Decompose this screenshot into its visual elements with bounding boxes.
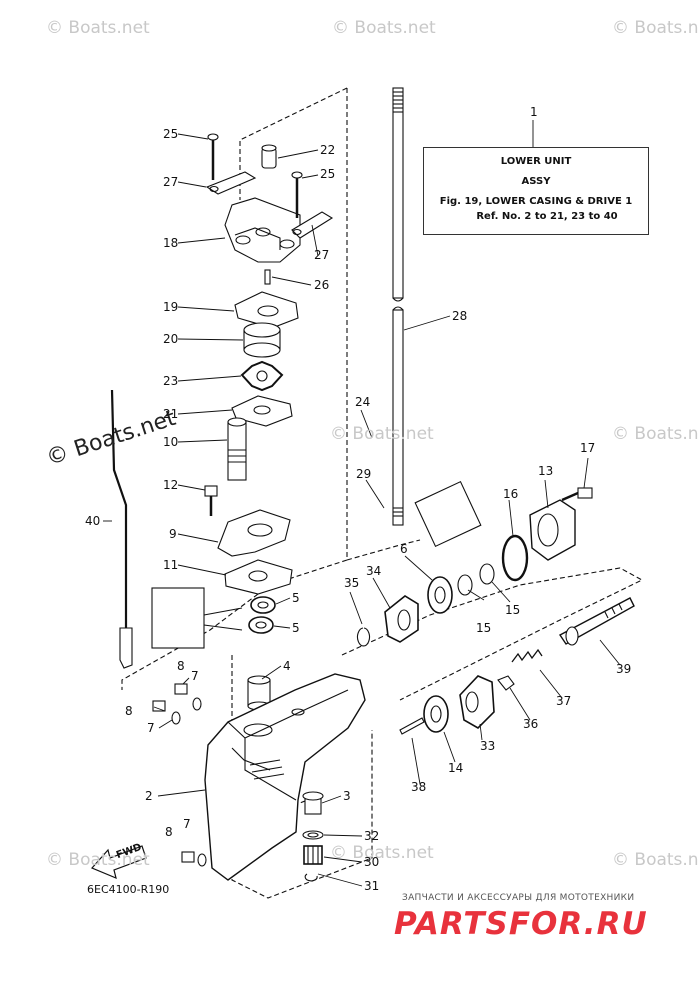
callout-4: 4: [283, 659, 291, 673]
forward-gear-group: [356, 487, 593, 647]
callout-16: 16: [503, 487, 519, 501]
watermark-text: © Boats.net: [612, 850, 698, 870]
callout-8: 8: [125, 704, 133, 718]
outline-dashed-shaft: [346, 539, 421, 561]
pump-lower-group: [231, 291, 299, 427]
prop-shaft-group: [399, 597, 635, 735]
callout-7: 7: [147, 721, 155, 735]
callout-27: 27: [314, 248, 330, 262]
watermark-text: © Boats.net: [46, 18, 150, 38]
callout-36: 36: [523, 717, 539, 731]
callout-17: 17: [580, 441, 596, 455]
callout-29: 29: [356, 467, 372, 481]
callout-14: 14: [448, 761, 464, 775]
leader-lines: [103, 120, 621, 887]
callout-20: 20: [163, 332, 179, 346]
watermark-text: © Boats.net: [612, 424, 698, 444]
callout-7: 7: [183, 817, 191, 831]
watermark-text: © Boats.net: [332, 18, 436, 38]
callout-33: 33: [480, 739, 496, 753]
callout-24: 24: [355, 395, 371, 409]
callout-8: 8: [165, 825, 173, 839]
watermark-text: © Boats.net: [330, 843, 434, 863]
callout-11: 11: [163, 558, 179, 572]
title-line-3: Fig. 19, LOWER CASING & DRIVE 1: [439, 196, 633, 207]
outline-dashed-main: [121, 88, 348, 690]
callout-35: 35: [344, 576, 360, 590]
watermark-text: © Boats.net: [612, 18, 698, 38]
detail-box-left: [151, 587, 205, 649]
callout-5: 5: [292, 591, 300, 605]
callout-40: 40: [85, 514, 101, 528]
callout-32: 32: [364, 829, 380, 843]
pinion-group: [302, 791, 324, 882]
callout-30: 30: [364, 855, 380, 869]
callout-19: 19: [163, 300, 179, 314]
water-tube: [227, 417, 247, 481]
title-line-1: LOWER UNIT: [500, 156, 572, 167]
outline-dashed-lower: [231, 655, 373, 899]
drive-shaft: [392, 87, 404, 526]
callout-7: 7: [191, 669, 199, 683]
callout-25: 25: [163, 127, 179, 141]
pump-base-group: [217, 509, 293, 595]
callout-9: 9: [169, 527, 177, 541]
callout-38: 38: [411, 780, 427, 794]
callout-8: 8: [177, 659, 185, 673]
callout-28: 28: [452, 309, 468, 323]
callout-21: 21: [163, 407, 179, 421]
callout-22: 22: [320, 143, 336, 157]
callout-31: 31: [364, 879, 380, 893]
callout-15: 15: [505, 603, 521, 617]
title-box: LOWER UNIT ASSY Fig. 19, LOWER CASING & …: [423, 147, 649, 235]
title-line-4: Ref. No. 2 to 21, 23 to 40: [476, 211, 618, 222]
callout-3: 3: [343, 789, 351, 803]
callout-6: 6: [400, 542, 408, 556]
callout-23: 23: [163, 374, 179, 388]
fwd-arrow: [90, 845, 147, 880]
callout-25: 25: [320, 167, 336, 181]
catalog-code: 6EC4100-R190: [87, 883, 170, 896]
footer-subtitle: ЗАПЧАСТИ И АКСЕССУАРЫ ДЛЯ МОТОТЕХНИКИ: [402, 893, 635, 903]
callout-15: 15: [476, 621, 492, 635]
oil-seals: [248, 596, 276, 634]
callout-27: 27: [163, 175, 179, 189]
callout-12: 12: [163, 478, 179, 492]
drain-screws: [152, 683, 207, 867]
callout-18: 18: [163, 236, 179, 250]
shift-rod: [110, 389, 133, 669]
callout-34: 34: [366, 564, 382, 578]
title-line-2: ASSY: [521, 176, 551, 187]
watermark-text: © Boats.net: [46, 850, 150, 870]
watermark-text: © Boats.net: [330, 424, 434, 444]
callout-13: 13: [538, 464, 554, 478]
callout-2: 2: [145, 789, 153, 803]
callout-10: 10: [163, 435, 179, 449]
detail-box-right: [414, 480, 482, 548]
footer-logo: PARTSFOR.RU: [394, 906, 648, 942]
callout-ref-1: 1: [530, 105, 538, 119]
callout-26: 26: [314, 278, 330, 292]
callout-5: 5: [292, 621, 300, 635]
callout-37: 37: [556, 694, 572, 708]
bolt-12: [204, 485, 218, 516]
callout-39: 39: [616, 662, 632, 676]
lower-casing: [204, 673, 366, 881]
